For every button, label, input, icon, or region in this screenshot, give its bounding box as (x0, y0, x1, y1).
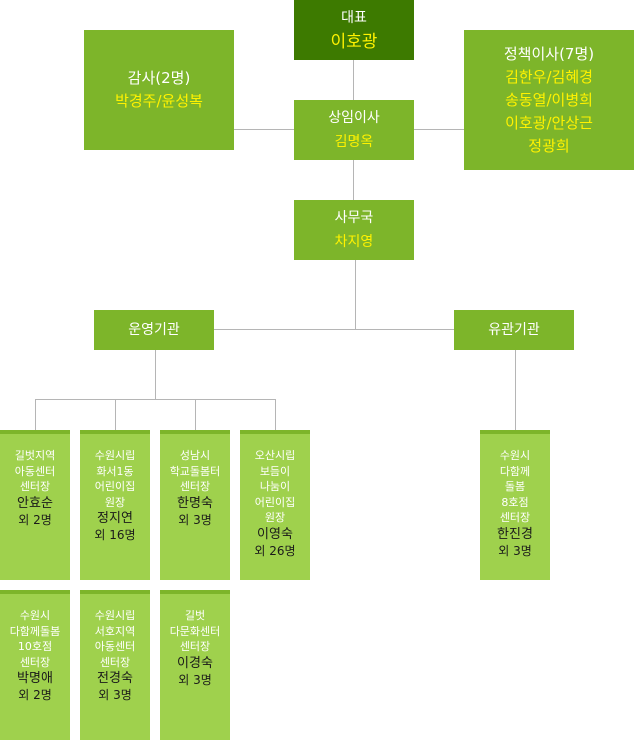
secretariat-box: 사무국 차지영 (294, 200, 414, 260)
unit-title-line: 서호지역 (94, 624, 136, 638)
policy-directors-box: 정책이사(7명) 김한우/김혜경 송동열/이병희 이호광/안상근 정광희 (464, 30, 634, 170)
unit-staff-count: 외 2명 (18, 512, 52, 527)
standing-director-name: 김명옥 (334, 134, 374, 150)
unit-title-line: 길벗지역 (14, 449, 56, 462)
connector-unit-3 (195, 399, 196, 430)
related-agencies-label: 유관기관 (488, 322, 540, 338)
policy-directors-names-1: 김한우/김혜경 (505, 67, 593, 86)
unit-title-line: 8호점 (501, 495, 529, 509)
unit-title-line: 나눔이 (259, 480, 291, 493)
connector-unit-1 (35, 399, 36, 430)
unit-staff-count: 외 3명 (498, 543, 532, 558)
unit-title-line: 돌봄 (504, 480, 526, 493)
standing-director-box: 상임이사 김명옥 (294, 100, 414, 160)
unit-title-line: 수원시립 (94, 609, 136, 622)
unit-title-line: 원장 (104, 495, 126, 509)
representative-box: 대표 이호광 (294, 0, 414, 60)
unit-staff-count: 외 3명 (178, 512, 212, 527)
unit-title-line: 원장 (264, 511, 286, 524)
unit-title-line: 오산시립 (254, 449, 296, 462)
standing-director-title: 상임이사 (328, 110, 380, 126)
unit-title-line: 학교돌봄터 (169, 464, 221, 478)
unit-staff-count: 외 3명 (98, 688, 132, 702)
connector-branches-horizontal (214, 329, 455, 330)
operating-agencies-label: 운영기관 (128, 322, 180, 338)
connector-related-down (515, 350, 516, 430)
unit-title-line: 아동센터 (14, 464, 56, 478)
unit-title-line: 어린이집 (94, 480, 136, 493)
unit-head-name: 이경숙 (177, 655, 213, 671)
auditors-names: 박경주/윤성복 (115, 92, 203, 110)
unit-title-line: 아동센터 (94, 640, 136, 653)
unit-head-name: 박명애 (17, 671, 53, 686)
unit-title-line: 수원시립 (94, 449, 136, 462)
auditors-box: 감사(2명) 박경주/윤성복 (84, 30, 234, 150)
secretariat-title: 사무국 (334, 210, 374, 226)
operating-agencies-box: 운영기관 (94, 310, 214, 350)
unit-head-name: 안효순 (17, 495, 53, 511)
unit-staff-count: 외 3명 (178, 672, 212, 687)
unit-title-line: 화서1동 (96, 464, 134, 478)
connector-standing-secretariat (353, 160, 354, 200)
unit-title-line: 센터장 (19, 480, 51, 493)
connector-operating-horizontal (35, 399, 276, 400)
connector-unit-4 (275, 399, 276, 430)
unit-title-line: 센터장 (19, 655, 51, 669)
policy-directors-names-3: 이호광/안상근 (505, 113, 593, 132)
unit-title-line: 센터장 (499, 511, 531, 524)
secretariat-name: 차지영 (334, 234, 374, 250)
unit-head-name: 이영숙 (257, 526, 293, 542)
unit-head-name: 전경숙 (97, 671, 133, 686)
policy-directors-names-2: 송동열/이병희 (505, 90, 593, 109)
unit-head-name: 정지연 (97, 511, 133, 526)
policy-directors-names-4: 정광희 (528, 136, 570, 155)
auditors-title: 감사(2명) (127, 69, 191, 87)
representative-title: 대표 (341, 10, 367, 26)
unit-staff-count: 외 26명 (254, 543, 296, 558)
unit-title-line: 다문화센터 (169, 624, 221, 638)
unit-title-line: 성남시 (179, 449, 211, 462)
connector-secretariat-down (355, 260, 356, 330)
unit-title-line: 다함께 (499, 464, 531, 478)
unit-head-name: 한진경 (497, 526, 533, 542)
unit-staff-count: 외 16명 (94, 528, 136, 542)
representative-name: 이호광 (330, 32, 378, 52)
unit-title-line: 10호점 (17, 640, 53, 653)
unit-head-name: 한명숙 (177, 495, 213, 511)
policy-directors-title: 정책이사(7명) (503, 44, 595, 63)
unit-title-line: 보듬이 (259, 464, 291, 478)
connector-unit-2 (115, 399, 116, 430)
connector-top-vertical (353, 60, 354, 100)
unit-staff-count: 외 2명 (18, 688, 52, 702)
connector-operating-down (155, 350, 156, 400)
related-agencies-box: 유관기관 (454, 310, 574, 350)
unit-title-line: 센터장 (179, 480, 211, 493)
unit-title-line: 어린이집 (254, 495, 296, 509)
unit-title-line: 수원시 (499, 449, 531, 462)
unit-title-line: 다함께돌봄 (9, 624, 61, 638)
unit-title-line: 센터장 (99, 655, 131, 669)
unit-title-line: 길벗 (184, 609, 206, 622)
unit-title-line: 센터장 (179, 640, 211, 653)
unit-title-line: 수원시 (19, 609, 51, 622)
